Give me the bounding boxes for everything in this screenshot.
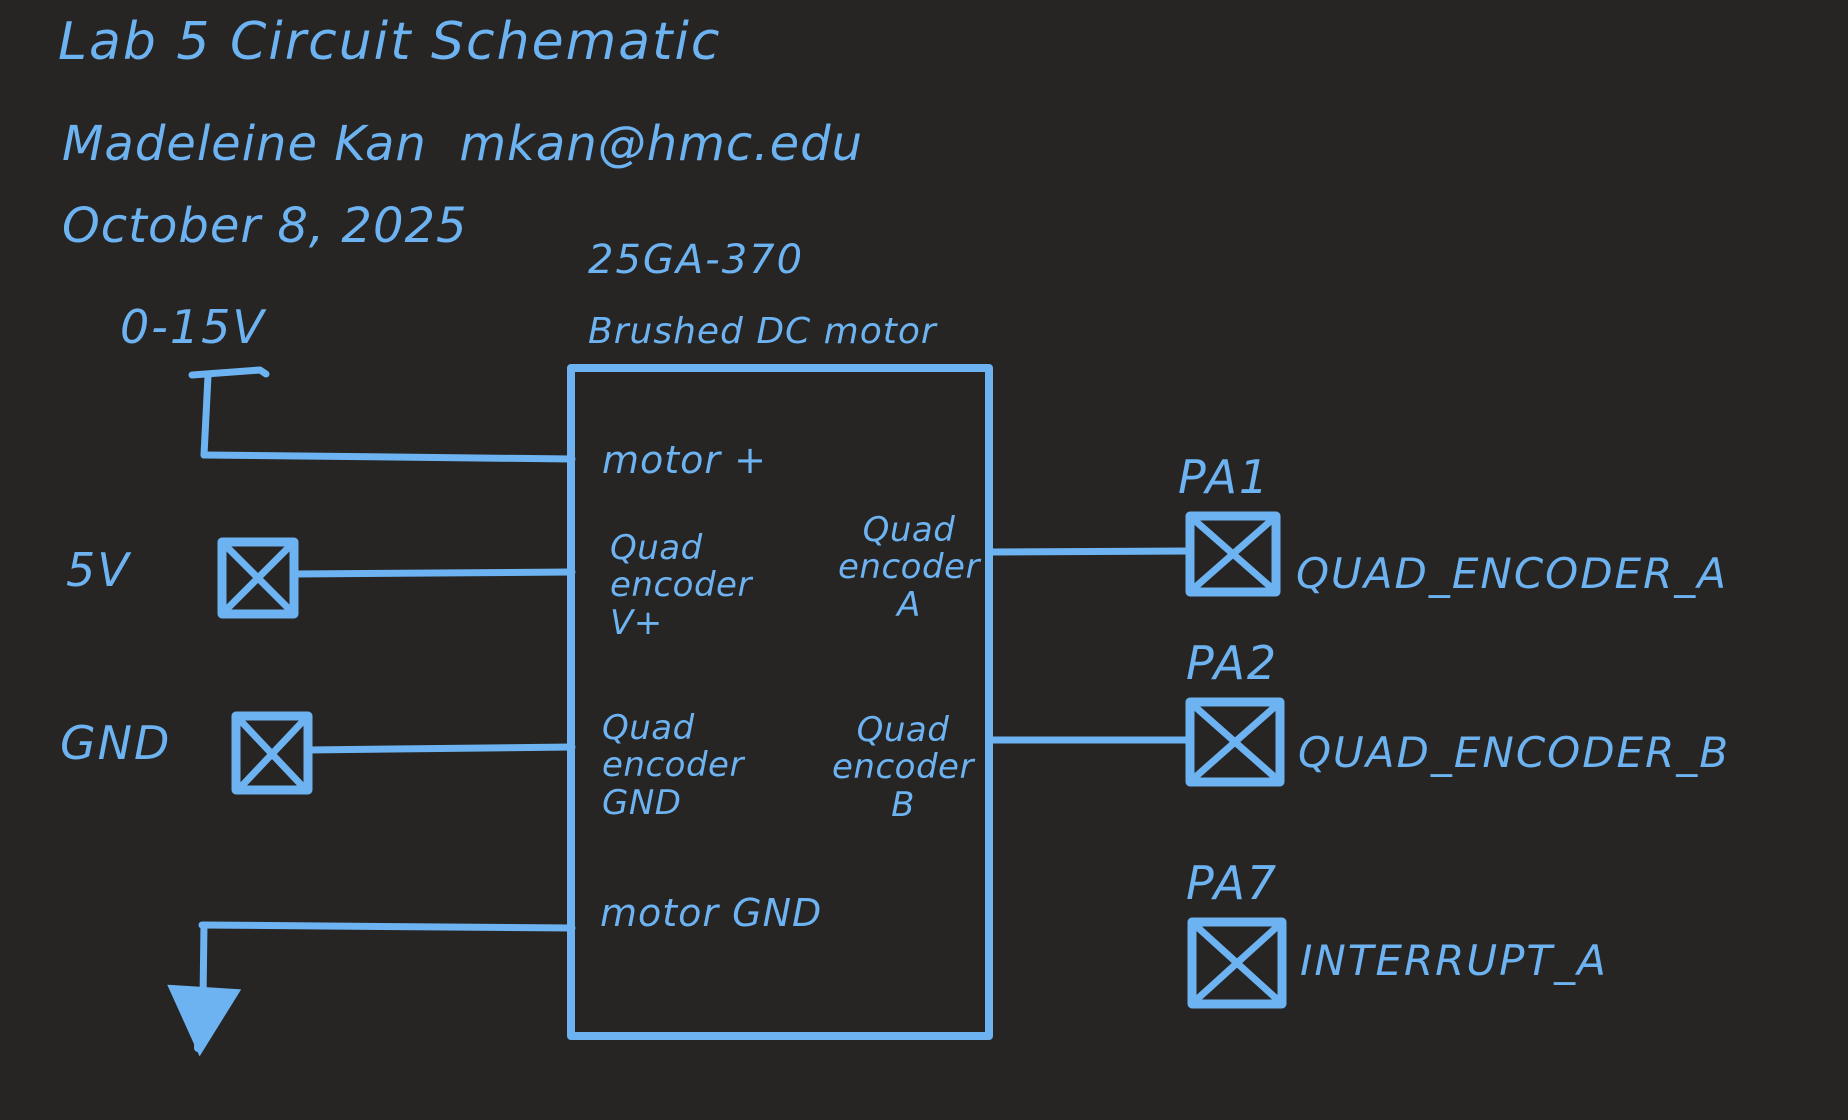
author-line: Madeleine Kan mkan@hmc.edu — [62, 116, 863, 172]
motor-part-number: 25GA-370 — [588, 237, 805, 283]
page-title: Lab 5 Circuit Schematic — [58, 12, 722, 72]
port-label-pa7: PA7 — [1186, 856, 1279, 910]
pin-label-quad-encoder-b: Quad encoder B — [832, 710, 974, 825]
pin-label-motor-plus: motor + — [602, 438, 767, 482]
supply-label-5v: 5V — [66, 543, 131, 597]
port-pa7-box[interactable] — [1187, 917, 1287, 1009]
terminal-gnd-box[interactable] — [231, 711, 313, 795]
port-pa2-box[interactable] — [1185, 697, 1285, 787]
port-label-pa1: PA1 — [1178, 450, 1271, 504]
wire-5v-to-quad-encoder-vplus — [290, 568, 576, 578]
signal-label-quad-encoder-a: QUAD_ENCODER_A — [1296, 549, 1729, 598]
date-line: October 8, 2025 — [62, 198, 468, 254]
wire-motor-gnd-to-earth — [198, 921, 576, 1004]
supply-label-0-15v: 0-15V — [120, 300, 266, 354]
signal-label-quad-encoder-b: QUAD_ENCODER_B — [1298, 728, 1731, 777]
motor-body-rect — [567, 364, 993, 1040]
pin-label-quad-encoder-vplus: Quad encoder V+ — [610, 528, 752, 643]
pin-label-motor-gnd: motor GND — [600, 891, 823, 935]
motor-description: Brushed DC motor — [588, 311, 937, 352]
wire-quad-encoder-a-to-pa1 — [985, 547, 1194, 556]
pin-label-quad-encoder-gnd: Quad encoder GND — [602, 708, 744, 823]
earth-ground-arrow-icon — [167, 984, 242, 1057]
signal-label-interrupt-a: INTERRUPT_A — [1300, 936, 1608, 985]
wire-supply-0-15v-to-motor-plus — [188, 366, 576, 463]
port-pa1-box[interactable] — [1185, 511, 1281, 597]
wire-gnd-to-quad-encoder-gnd — [304, 743, 576, 754]
pin-label-quad-encoder-a: Quad encoder A — [838, 510, 980, 625]
port-label-pa2: PA2 — [1186, 636, 1279, 690]
supply-label-gnd: GND — [60, 716, 172, 770]
terminal-5v-box[interactable] — [217, 537, 299, 619]
